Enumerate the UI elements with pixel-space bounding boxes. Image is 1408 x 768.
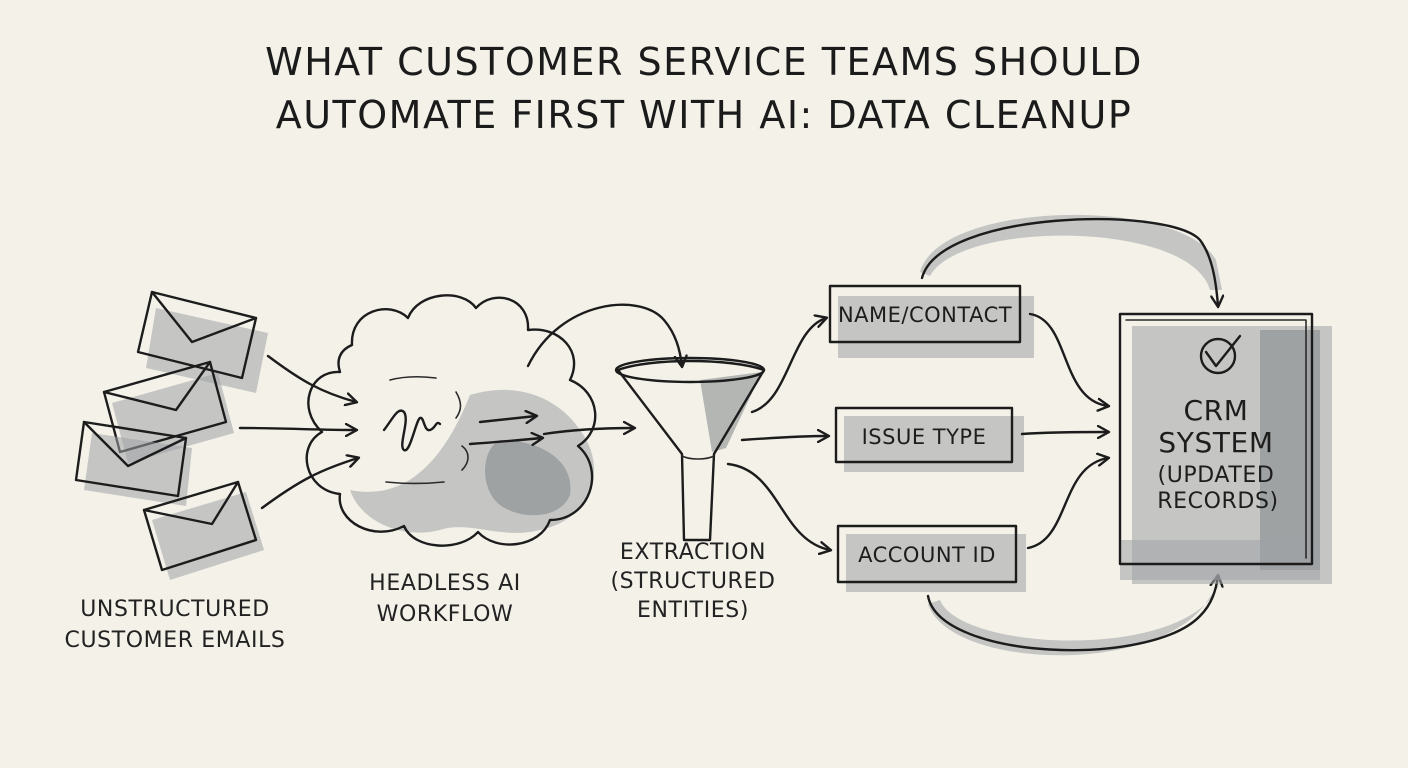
arrow-workflow-to-funnel — [542, 428, 634, 436]
arrow-account-to-crm — [1026, 458, 1108, 550]
arrow-emails-to-workflow — [238, 428, 356, 430]
arrow-name-to-crm — [1028, 312, 1108, 406]
workflow-caption-line-1: HEADLESS AI — [369, 571, 521, 596]
envelope-icon — [74, 420, 192, 506]
crm-label-line-3: (UPDATED — [1158, 463, 1275, 488]
crm-label-line-1: CRM — [1184, 394, 1249, 427]
arrow-funnel-to-issue — [740, 436, 828, 440]
emails-caption-line-2: CUSTOMER EMAILS — [64, 628, 286, 653]
entity-label: NAME/CONTACT — [838, 303, 1012, 327]
emails-caption-line-1: UNSTRUCTURED — [80, 597, 270, 622]
crm-system-box: CRM SYSTEM (UPDATED RECORDS) — [1118, 312, 1332, 584]
page-title-line-2: AUTOMATE FIRST WITH AI: DATA CLEANUP — [275, 93, 1133, 137]
entity-box-name-contact: NAME/CONTACT — [828, 284, 1034, 358]
signal-squiggle-icon — [382, 409, 442, 452]
arrow-emails-to-workflow — [266, 354, 356, 402]
extraction-caption: EXTRACTION (STRUCTURED ENTITIES) — [600, 538, 786, 625]
arrow-issue-to-crm — [1020, 432, 1108, 434]
page-title-line-1: WHAT CUSTOMER SERVICE TEAMS SHOULD — [265, 40, 1143, 84]
arrow-workflow-internal — [478, 416, 536, 422]
workflow-caption-line-2: WORKFLOW — [376, 602, 514, 627]
arrow-funnel-to-name — [750, 318, 826, 414]
cloud-icon — [305, 294, 597, 547]
arrow-bottom-loop-to-crm — [926, 576, 1218, 652]
email-stack — [74, 290, 268, 580]
entity-box-issue-type: ISSUE TYPE — [834, 406, 1024, 472]
envelope-icon — [142, 480, 264, 580]
entity-box-account-id: ACCOUNT ID — [836, 524, 1026, 592]
envelope-icon — [102, 360, 234, 463]
checkmark-icon — [1199, 334, 1242, 375]
arrow-emails-to-workflow — [260, 458, 358, 510]
arrow-workflow-to-funnel-top — [526, 303, 682, 366]
arrow-top-loop-to-crm — [920, 217, 1218, 306]
emails-caption: UNSTRUCTURED CUSTOMER EMAILS — [55, 594, 295, 656]
crm-label-line-4: RECORDS) — [1157, 489, 1278, 514]
entity-label: ISSUE TYPE — [862, 425, 987, 449]
arrow-workflow-internal — [468, 438, 542, 444]
crm-label-line-2: SYSTEM — [1158, 426, 1273, 459]
extraction-caption-line-1: EXTRACTION — [619, 540, 767, 565]
extraction-caption-line-2: (STRUCTURED — [610, 569, 776, 594]
extraction-caption-line-3: ENTITIES) — [636, 598, 750, 623]
funnel-icon — [614, 356, 766, 542]
entity-label: ACCOUNT ID — [858, 543, 996, 567]
arrow-funnel-to-account — [726, 462, 830, 550]
workflow-caption: HEADLESS AI WORKFLOW — [340, 568, 550, 630]
